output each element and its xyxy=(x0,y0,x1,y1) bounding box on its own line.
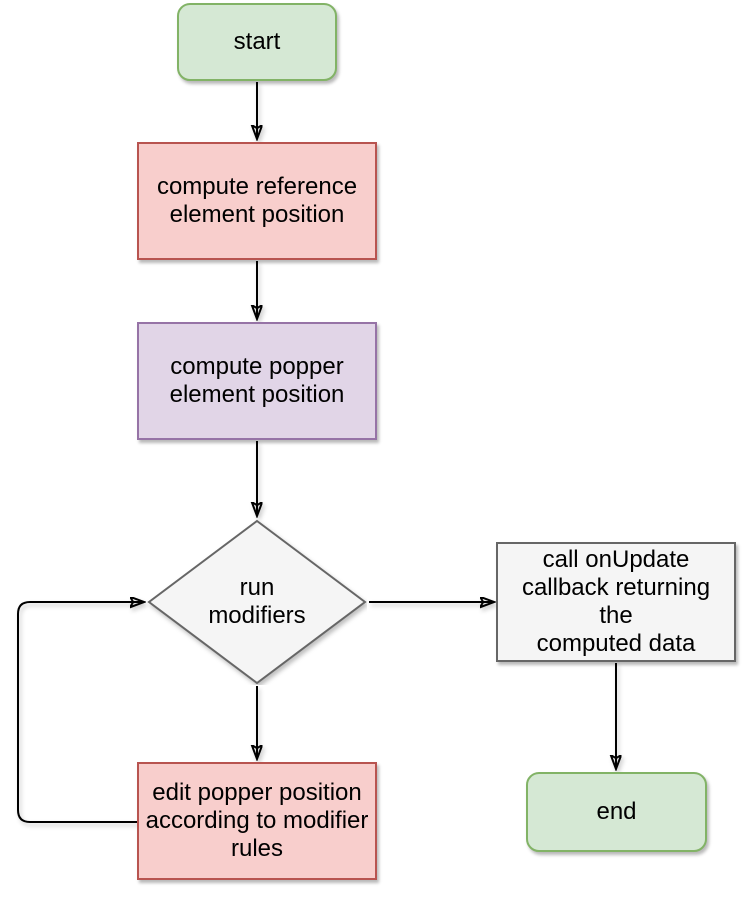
node-call-onupdate: call onUpdate callback returning the com… xyxy=(496,542,736,662)
node-start: start xyxy=(177,3,337,81)
node-compute-popper: compute popper element position xyxy=(137,322,377,440)
node-end-label: end xyxy=(596,798,637,825)
node-call-onupdate-label: call onUpdate callback returning the com… xyxy=(521,546,711,657)
node-start-label: start xyxy=(233,28,281,55)
node-compute-popper-label: compute popper element position xyxy=(169,353,345,408)
node-edit-popper-label: edit popper position according to modifi… xyxy=(145,779,369,862)
node-edit-popper: edit popper position according to modifi… xyxy=(137,762,377,880)
node-end: end xyxy=(526,772,707,852)
edge-edit-popper-loop-to-run-modifiers xyxy=(17,602,144,823)
node-run-modifiers: run modifiers xyxy=(147,519,367,685)
diamond-shape xyxy=(147,519,367,685)
node-compute-reference-label: compute reference element position xyxy=(156,173,358,228)
node-run-modifiers-label: run modifiers xyxy=(208,574,306,629)
node-compute-reference: compute reference element position xyxy=(137,142,377,260)
